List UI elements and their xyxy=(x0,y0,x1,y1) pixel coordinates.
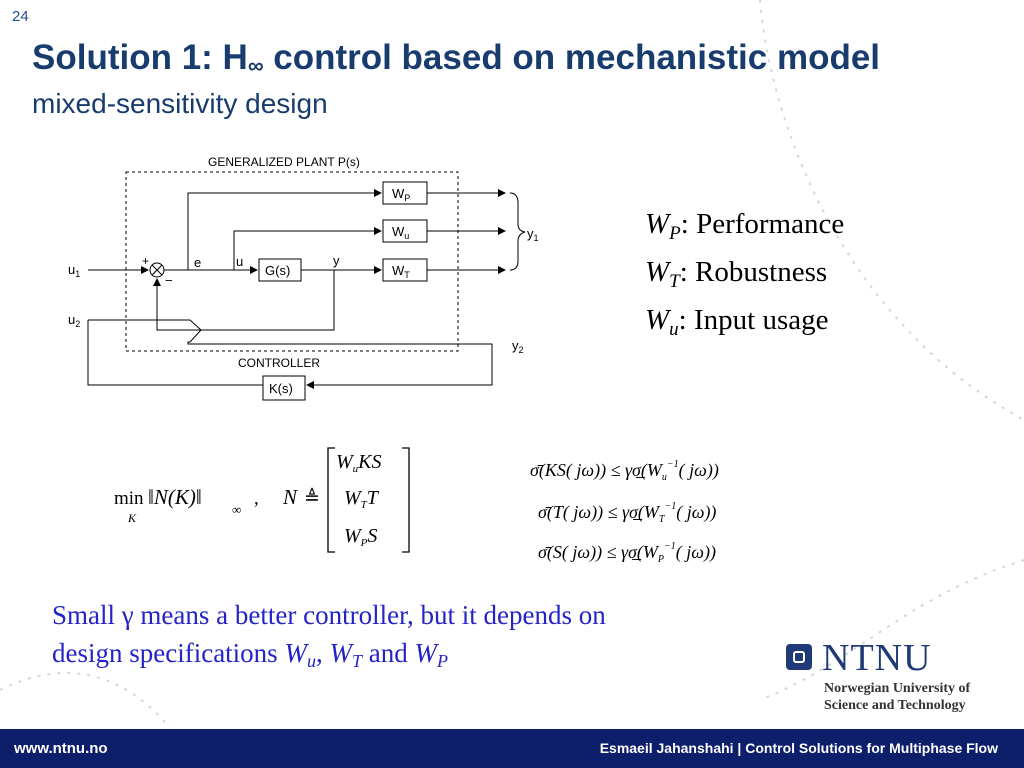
u1-label: u1 xyxy=(68,262,80,279)
gamma-note: Small γ means a better controller, but i… xyxy=(52,596,606,680)
weight-performance: WP: Performance xyxy=(645,208,845,244)
defined-as: ≜ xyxy=(304,487,320,509)
page-number: 24 xyxy=(12,8,29,25)
u-label: u xyxy=(236,254,243,269)
formula-comma: , xyxy=(254,488,259,509)
footer-author-title: Esmaeil Jahanshahi | Control Solutions f… xyxy=(599,740,998,756)
matrix-right-bracket xyxy=(402,447,410,553)
note-line-1: Small γ means a better controller, but i… xyxy=(52,600,606,630)
g-label: G(s) xyxy=(265,263,290,278)
bound-complementary: σ̄(T( jω)) ≤ γσ̲(WT−1( jω)) xyxy=(538,501,716,525)
norm-expression: ‖N(K)‖ xyxy=(148,485,202,509)
matrix-row-3: WPS xyxy=(344,525,377,549)
title-text-rest: control based on mechanistic model xyxy=(263,38,881,77)
y1-label: y1 xyxy=(527,226,539,243)
hinf-formula: min K ‖N(K)‖ ∞ , N ≜ WuKS WTT WPS σ̄(KS(… xyxy=(114,447,719,565)
generalized-plant-diagram: GENERALIZED PLANT P(s) WP Wu WT G(s) K(s… xyxy=(68,155,539,401)
y-label: y xyxy=(333,253,340,268)
weights-legend: WP: Performance WT: Robustness Wu: Input… xyxy=(645,205,844,349)
min-subscript: K xyxy=(127,511,137,525)
n-symbol: N xyxy=(282,485,298,509)
bound-sensitivity: σ̄(S( jω)) ≤ γσ̲(WP−1( jω)) xyxy=(538,541,716,565)
plus-sign: + xyxy=(142,254,149,268)
ntnu-logo-subtitle: Norwegian University of Science and Tech… xyxy=(824,681,971,713)
wt-label: WT xyxy=(392,263,410,280)
plant-boundary xyxy=(125,171,459,352)
controller-label: CONTROLLER xyxy=(238,356,320,370)
footer-bar: www.ntnu.no Esmaeil Jahanshahi | Control… xyxy=(0,729,1024,768)
plant-label: GENERALIZED PLANT P(s) xyxy=(208,155,360,169)
u2-label: u2 xyxy=(68,312,80,329)
slide-title: Solution 1: H∞ control based on mechanis… xyxy=(32,38,880,79)
weight-input-usage: Wu: Input usage xyxy=(645,304,829,340)
infinity-subscript: ∞ xyxy=(247,53,264,78)
e-label: e xyxy=(194,255,201,270)
k-block xyxy=(262,375,306,401)
slide-subtitle: mixed-sensitivity design xyxy=(32,88,328,119)
wu-label: Wu xyxy=(392,224,409,241)
title-text: Solution 1: H xyxy=(32,38,248,77)
matrix-row-2: WTT xyxy=(344,487,380,511)
footer-url[interactable]: www.ntnu.no xyxy=(14,740,108,757)
y1-brace xyxy=(509,192,526,271)
weight-robustness: WT: Robustness xyxy=(645,256,828,292)
bound-control-input: σ̄(KS( jω)) ≤ γσ̲(Wu−1( jω)) xyxy=(530,459,719,483)
y2-label: y2 xyxy=(512,338,524,355)
wp-label: WP xyxy=(392,186,410,203)
matrix-row-1: WuKS xyxy=(336,451,382,475)
k-label: K(s) xyxy=(269,381,293,396)
matrix-left-bracket xyxy=(327,447,335,553)
note-line-2: design specifications Wu, WT and WP xyxy=(52,638,448,671)
min-operator: min xyxy=(114,488,144,509)
norm-subscript: ∞ xyxy=(232,502,241,517)
ntnu-logo-word: NTNU xyxy=(822,637,932,679)
ntnu-logo-mark xyxy=(786,644,812,670)
minus-sign: − xyxy=(165,273,173,288)
